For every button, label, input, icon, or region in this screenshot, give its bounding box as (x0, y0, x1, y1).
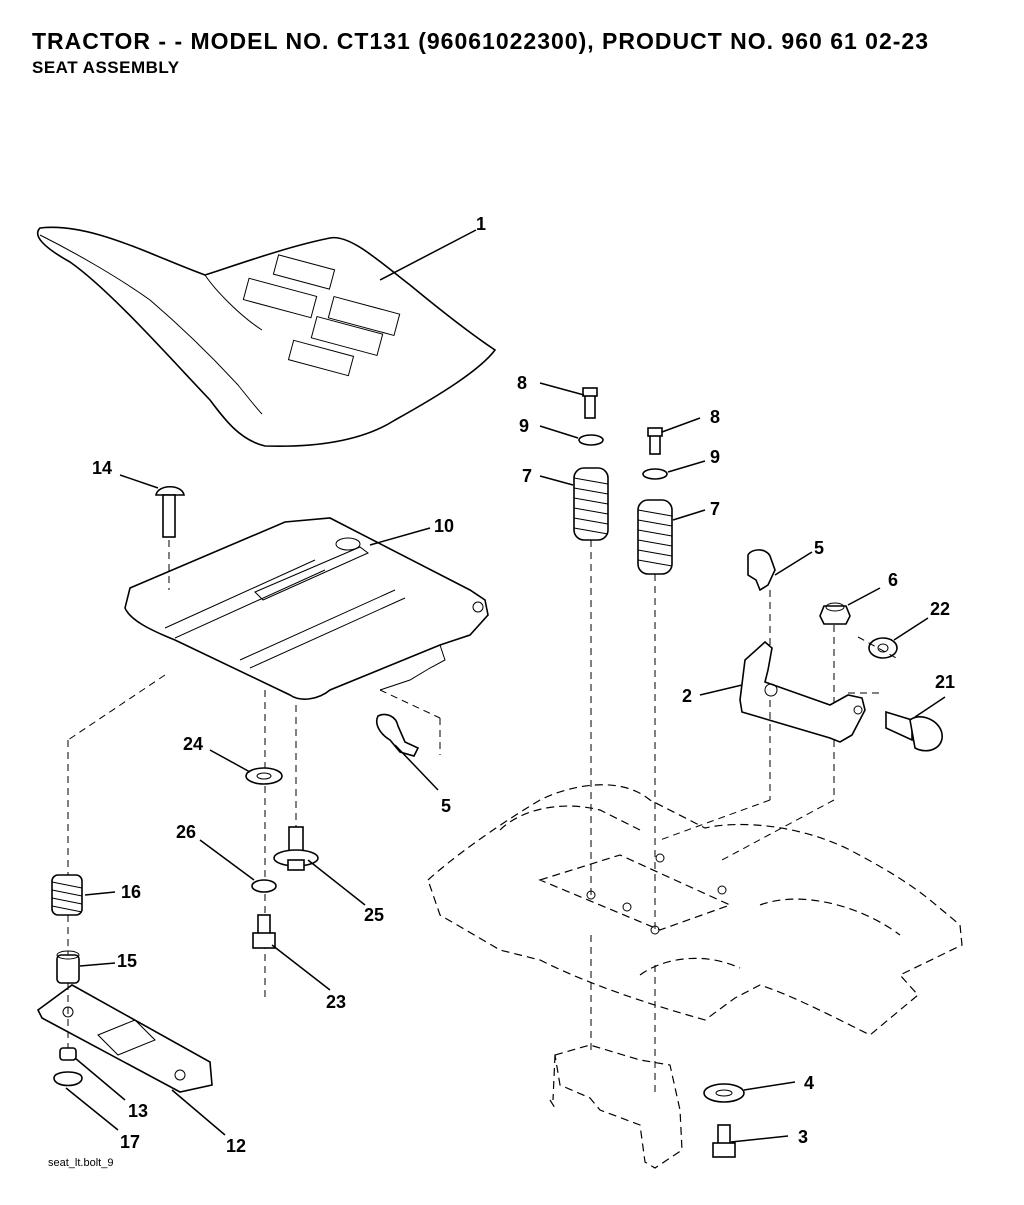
callout-1: 1 (476, 214, 486, 234)
spring-stack-left (539, 382, 609, 895)
callout-26: 26 (176, 822, 196, 842)
bracket-plate-part (36, 984, 226, 1136)
seat-pan-part (124, 517, 489, 700)
callout-22: 22 (930, 599, 950, 619)
callout-10: 10 (434, 516, 454, 536)
callout-25: 25 (364, 905, 384, 925)
callout-6: 6 (888, 570, 898, 590)
nut-22-part (857, 617, 929, 661)
seat-bracket-part (699, 640, 866, 743)
callout-7-right: 7 (710, 499, 720, 519)
spacer-part (56, 950, 116, 984)
callout-23: 23 (326, 992, 346, 1012)
callout-9-left: 9 (519, 416, 529, 436)
drawing-id: seat_lt.bolt_9 (48, 1157, 114, 1169)
tractor-frame-phantom (427, 784, 963, 1169)
callout-3: 3 (798, 1127, 808, 1147)
seat-latch-right-part (747, 549, 813, 650)
callout-13: 13 (128, 1101, 148, 1121)
page-subtitle: SEAT ASSEMBLY (32, 58, 180, 77)
callout-24: 24 (183, 734, 203, 754)
callout-7-left: 7 (522, 466, 532, 486)
callout-14: 14 (92, 458, 112, 478)
callout-15: 15 (117, 951, 137, 971)
callout-5-right: 5 (814, 538, 824, 558)
carriage-bolt-part (119, 474, 185, 590)
seat-latch-left-part (375, 689, 441, 791)
nut-parts (53, 1047, 126, 1131)
washer-4-part (703, 1081, 796, 1103)
callout-4: 4 (804, 1073, 814, 1093)
shoulder-bolt-part (273, 826, 366, 906)
lock-washer-part (199, 839, 277, 893)
callout-16: 16 (121, 882, 141, 902)
callout-9-right: 9 (710, 447, 720, 467)
page-title: TRACTOR - - MODEL NO. CT131 (96061022300… (32, 28, 929, 54)
callout-17: 17 (120, 1132, 140, 1152)
knob-bolt-part (848, 692, 946, 752)
nut-6-part (819, 587, 881, 705)
bolt-3-part (712, 1124, 789, 1158)
callout-8-right: 8 (710, 407, 720, 427)
callout-5-left: 5 (441, 796, 451, 816)
spring-stack-right (637, 417, 706, 930)
callout-21: 21 (935, 672, 955, 692)
callout-12: 12 (226, 1136, 246, 1156)
seat-part (36, 226, 497, 448)
bolt-23-part (252, 914, 331, 991)
spring-16-part (51, 874, 116, 916)
washer-24-part (209, 749, 283, 785)
callout-2: 2 (682, 686, 692, 706)
callout-8-left: 8 (517, 373, 527, 393)
